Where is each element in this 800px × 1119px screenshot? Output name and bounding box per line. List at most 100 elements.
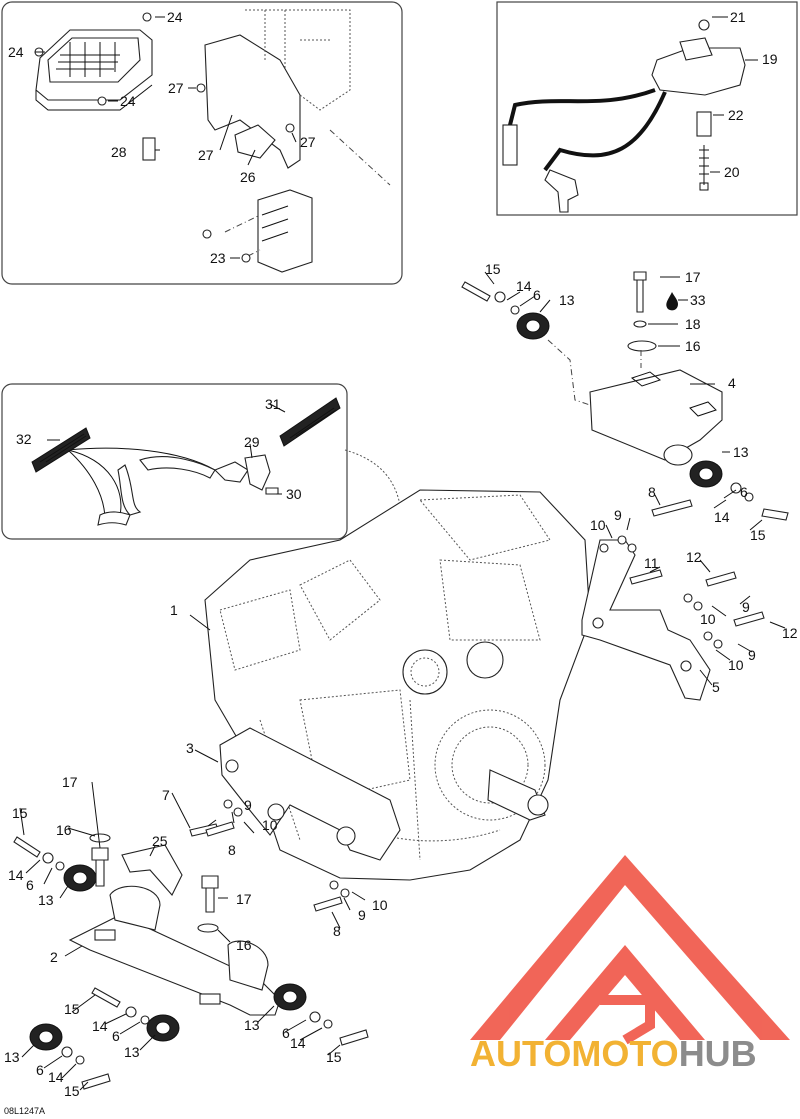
callout-7: 7 xyxy=(162,787,170,803)
callout-27: 27 xyxy=(300,134,316,150)
breather-leader xyxy=(344,449,401,506)
nut-27-right xyxy=(285,123,295,133)
callout-9: 9 xyxy=(748,647,756,663)
callout-13: 13 xyxy=(559,292,575,308)
leader-lines xyxy=(19,16,786,1091)
callout-6: 6 xyxy=(533,287,541,303)
callout-10: 10 xyxy=(700,611,716,627)
sleeve-31 xyxy=(279,397,341,447)
breather-hose xyxy=(67,447,249,526)
ignition-coil-inset-frame xyxy=(496,1,798,216)
spacer-28 xyxy=(142,137,156,161)
callout-14: 14 xyxy=(92,1018,108,1034)
inset1-leader-dashes xyxy=(224,129,391,257)
callout-15: 15 xyxy=(750,527,766,543)
hv-wire-1 xyxy=(508,88,656,126)
callout-10: 10 xyxy=(590,517,606,533)
callout-10: 10 xyxy=(262,817,278,833)
callout-24: 24 xyxy=(167,9,183,25)
callout-14: 14 xyxy=(48,1069,64,1085)
engine-support-2 xyxy=(68,885,281,1016)
callout-10: 10 xyxy=(372,897,388,913)
callout-22: 22 xyxy=(728,107,744,123)
callout-16: 16 xyxy=(685,338,701,354)
callout-26: 26 xyxy=(240,169,256,185)
callout-13: 13 xyxy=(733,444,749,460)
callout-32: 32 xyxy=(16,431,32,447)
callout-6: 6 xyxy=(112,1028,120,1044)
callout-6: 6 xyxy=(26,877,34,893)
callout-3: 3 xyxy=(186,740,194,756)
callout-15: 15 xyxy=(485,261,501,277)
callout-14: 14 xyxy=(516,278,532,294)
callout-9: 9 xyxy=(742,599,750,615)
callout-23: 23 xyxy=(210,250,226,266)
callout-16: 16 xyxy=(56,822,72,838)
rubber-mount-13-right xyxy=(689,460,723,488)
callout-24: 24 xyxy=(120,93,136,109)
callout-14: 14 xyxy=(290,1035,306,1051)
engine-support-3 xyxy=(219,727,401,861)
rubber-mount-13-bottom-middle xyxy=(146,1014,180,1042)
callout-6: 6 xyxy=(36,1062,44,1078)
spark-plug-cap-2 xyxy=(544,169,579,213)
callout-6: 6 xyxy=(740,484,748,500)
callout-28: 28 xyxy=(111,144,127,160)
callout-12: 12 xyxy=(782,625,798,641)
callout-16: 16 xyxy=(236,937,252,953)
callout-20: 20 xyxy=(724,164,740,180)
callout-27: 27 xyxy=(168,80,184,96)
callout-8: 8 xyxy=(333,923,341,939)
callout-17: 17 xyxy=(62,774,78,790)
callout-31: 31 xyxy=(265,396,281,412)
drawing-code: 08L1247A xyxy=(4,1106,45,1116)
callout-13: 13 xyxy=(38,892,54,908)
assembly-leader-1 xyxy=(547,339,591,406)
callout-4: 4 xyxy=(728,375,736,391)
callout-9: 9 xyxy=(244,797,252,813)
rubber-mount-13-left xyxy=(63,864,97,892)
plate-25 xyxy=(121,844,183,896)
nut-24-bottom xyxy=(97,96,107,106)
callout-15: 15 xyxy=(64,1083,80,1099)
relay-module xyxy=(257,189,313,273)
engine-support-4 xyxy=(589,369,723,466)
screw-30 xyxy=(265,487,279,495)
bolts xyxy=(13,271,789,1090)
callout-10: 10 xyxy=(728,657,744,673)
callout-1: 1 xyxy=(170,602,178,618)
callout-11: 11 xyxy=(644,555,659,571)
callout-15: 15 xyxy=(326,1049,342,1065)
nut-23-a xyxy=(202,229,212,239)
callout-13: 13 xyxy=(4,1049,20,1065)
clamp-29 xyxy=(244,454,271,491)
nut-23-b xyxy=(241,253,251,263)
callout-13: 13 xyxy=(244,1017,260,1033)
fuse-box xyxy=(35,29,153,111)
callout-13: 13 xyxy=(124,1044,140,1060)
bracket-26 xyxy=(204,9,351,169)
callout-14: 14 xyxy=(8,867,24,883)
callout-30: 30 xyxy=(286,486,302,502)
nut-24-top xyxy=(142,12,152,22)
callout-5: 5 xyxy=(712,679,720,695)
callout-21: 21 xyxy=(730,9,746,25)
callout-17: 17 xyxy=(685,269,701,285)
callout-24: 24 xyxy=(8,44,24,60)
ignition-coil xyxy=(651,19,746,191)
fuse-box-inset-frame xyxy=(1,1,403,285)
callout-8: 8 xyxy=(228,842,236,858)
callout-9: 9 xyxy=(614,507,622,523)
callout-15: 15 xyxy=(64,1001,80,1017)
loctite-drop-icon xyxy=(666,292,678,311)
logo-hub: HUB xyxy=(679,1033,757,1074)
callout-15: 15 xyxy=(12,805,28,821)
automotohub-logo xyxy=(470,855,790,1045)
logo-moto: MOTO xyxy=(571,1033,678,1074)
sleeve-32 xyxy=(31,427,91,473)
rubber-mount-13-bottom-left xyxy=(29,1023,63,1051)
callouts: 24 24 24 27 27 27 28 26 23 21 19 22 20 1… xyxy=(4,9,798,1099)
rubber-mount-13-top xyxy=(516,312,550,340)
callout-19: 19 xyxy=(762,51,778,67)
